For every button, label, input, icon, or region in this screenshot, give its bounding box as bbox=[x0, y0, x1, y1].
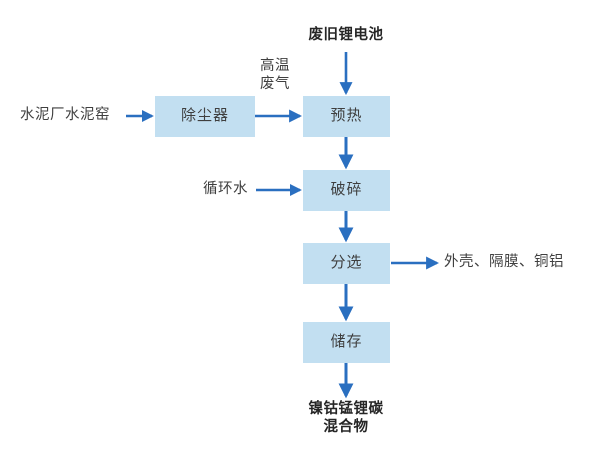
node-storage[interactable]: 储存 bbox=[303, 322, 390, 363]
node-crush[interactable]: 破碎 bbox=[303, 170, 390, 211]
node-preheat[interactable]: 预热 bbox=[303, 96, 390, 137]
label-hot-flue-gas: 高温 废气 bbox=[260, 58, 290, 93]
label-circulating-water: 循环水 bbox=[203, 181, 248, 197]
node-sort[interactable]: 分选 bbox=[303, 243, 390, 284]
label-final-product: 镍钴锰锂碳 混合物 bbox=[308, 401, 384, 436]
node-dust-collector-label: 除尘器 bbox=[180, 107, 229, 125]
node-crush-label: 破碎 bbox=[330, 181, 363, 199]
label-cement-kiln-input: 水泥厂水泥窑 bbox=[20, 107, 110, 123]
node-storage-label: 储存 bbox=[330, 333, 363, 351]
node-sort-label: 分选 bbox=[330, 254, 363, 272]
label-sorted-output: 外壳、隔膜、铜铝 bbox=[444, 254, 564, 270]
label-waste-battery-input: 废旧锂电池 bbox=[308, 27, 384, 43]
node-preheat-label: 预热 bbox=[330, 107, 363, 125]
node-dust-collector[interactable]: 除尘器 bbox=[155, 96, 255, 137]
